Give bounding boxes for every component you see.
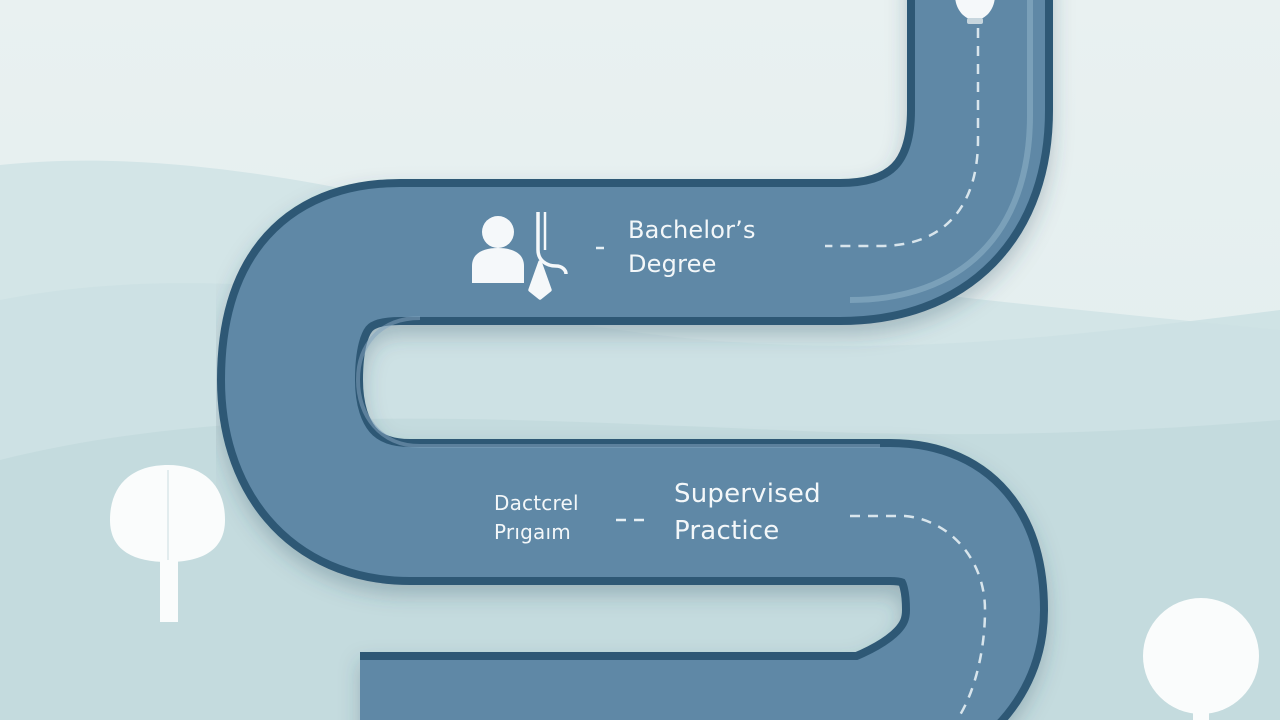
milestone-supervised-line-1: Supervised [674, 479, 821, 509]
milestone-bachelors-line-2: Degree [628, 249, 717, 278]
milestone-bachelors-line-1: Bachelor’s [628, 216, 756, 244]
milestone-supervised-label: Supervised Practice [674, 476, 821, 550]
tree-icon [110, 465, 225, 622]
winding-road [217, 0, 1053, 720]
person-icon [472, 216, 524, 283]
road-surface [225, 0, 1045, 720]
milestone-doctoral-line-2: Prıgaım [494, 520, 571, 544]
dashed-line-right [850, 514, 987, 716]
tree-icon-right [1143, 598, 1259, 720]
lightbulb-icon [955, 0, 995, 24]
milestone-bachelors-label: Bachelor’s Degree [628, 214, 756, 281]
pen-tool-icon [528, 212, 568, 300]
road-highlight [849, 0, 1033, 303]
milestone-supervised-line-2: Practice [674, 515, 780, 546]
milestone-doctoral-label: Dactcrel Prıgaım [494, 489, 579, 547]
milestone-doctoral-line-1: Dactcrel [494, 491, 579, 515]
road-inner-highlight [355, 316, 880, 448]
